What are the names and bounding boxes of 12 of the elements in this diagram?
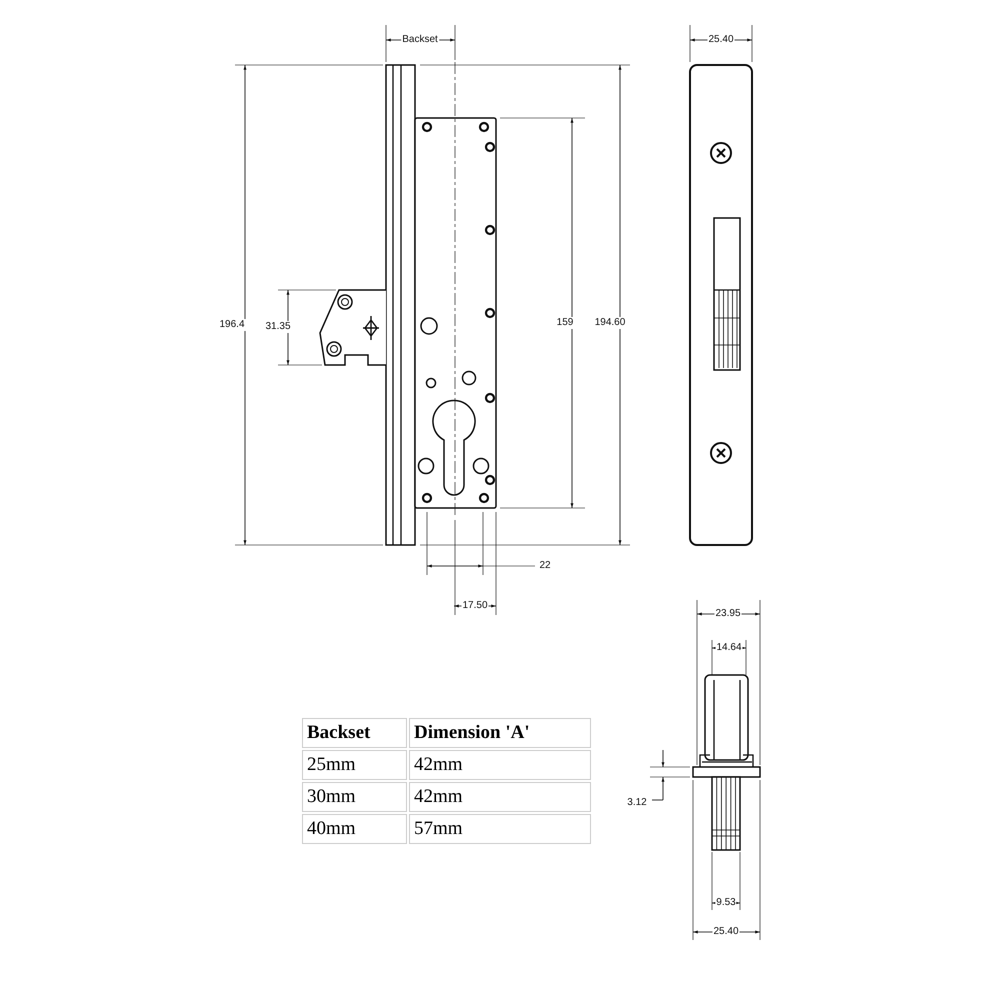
table-header-cell: Backset xyxy=(302,718,407,748)
table-cell: 42mm xyxy=(409,750,591,780)
dimension-label: 159 xyxy=(556,317,574,329)
table-header-cell: Dimension 'A' xyxy=(409,718,591,748)
dimension-label: 194.60 xyxy=(594,317,626,329)
table-cell: 57mm xyxy=(409,814,591,844)
table-cell: 25mm xyxy=(302,750,407,780)
table-cell: 30mm xyxy=(302,782,407,812)
dimension-label: 31.35 xyxy=(264,321,292,333)
table-cell: 40mm xyxy=(302,814,407,844)
table-cell: 42mm xyxy=(409,782,591,812)
dimension-label: 196.4 xyxy=(218,319,246,331)
